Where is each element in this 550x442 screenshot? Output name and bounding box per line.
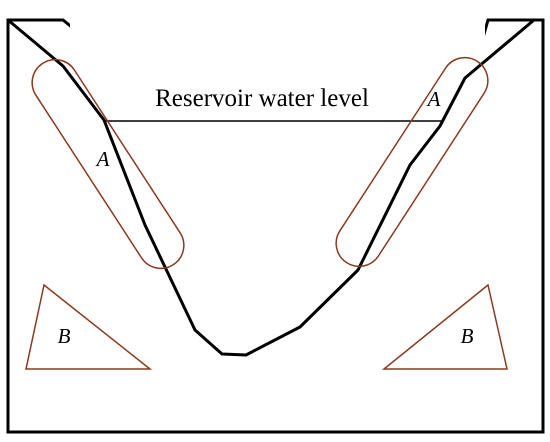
frame-top-gap-mask — [70, 10, 485, 70]
water-level-label: Reservoir water level — [155, 85, 369, 112]
zone-a-left-label: A — [95, 147, 110, 171]
zone-b-left-outline — [25, 283, 153, 370]
valley-profile — [7, 18, 535, 357]
zone-b-left-label: B — [58, 324, 71, 348]
zone-a-right-outline — [335, 56, 489, 268]
zone-a-left-outline — [31, 58, 185, 270]
zone-a-right-label: A — [426, 87, 441, 111]
zone-b-right-label: B — [461, 324, 474, 348]
zone-b-right-outline — [381, 283, 508, 370]
